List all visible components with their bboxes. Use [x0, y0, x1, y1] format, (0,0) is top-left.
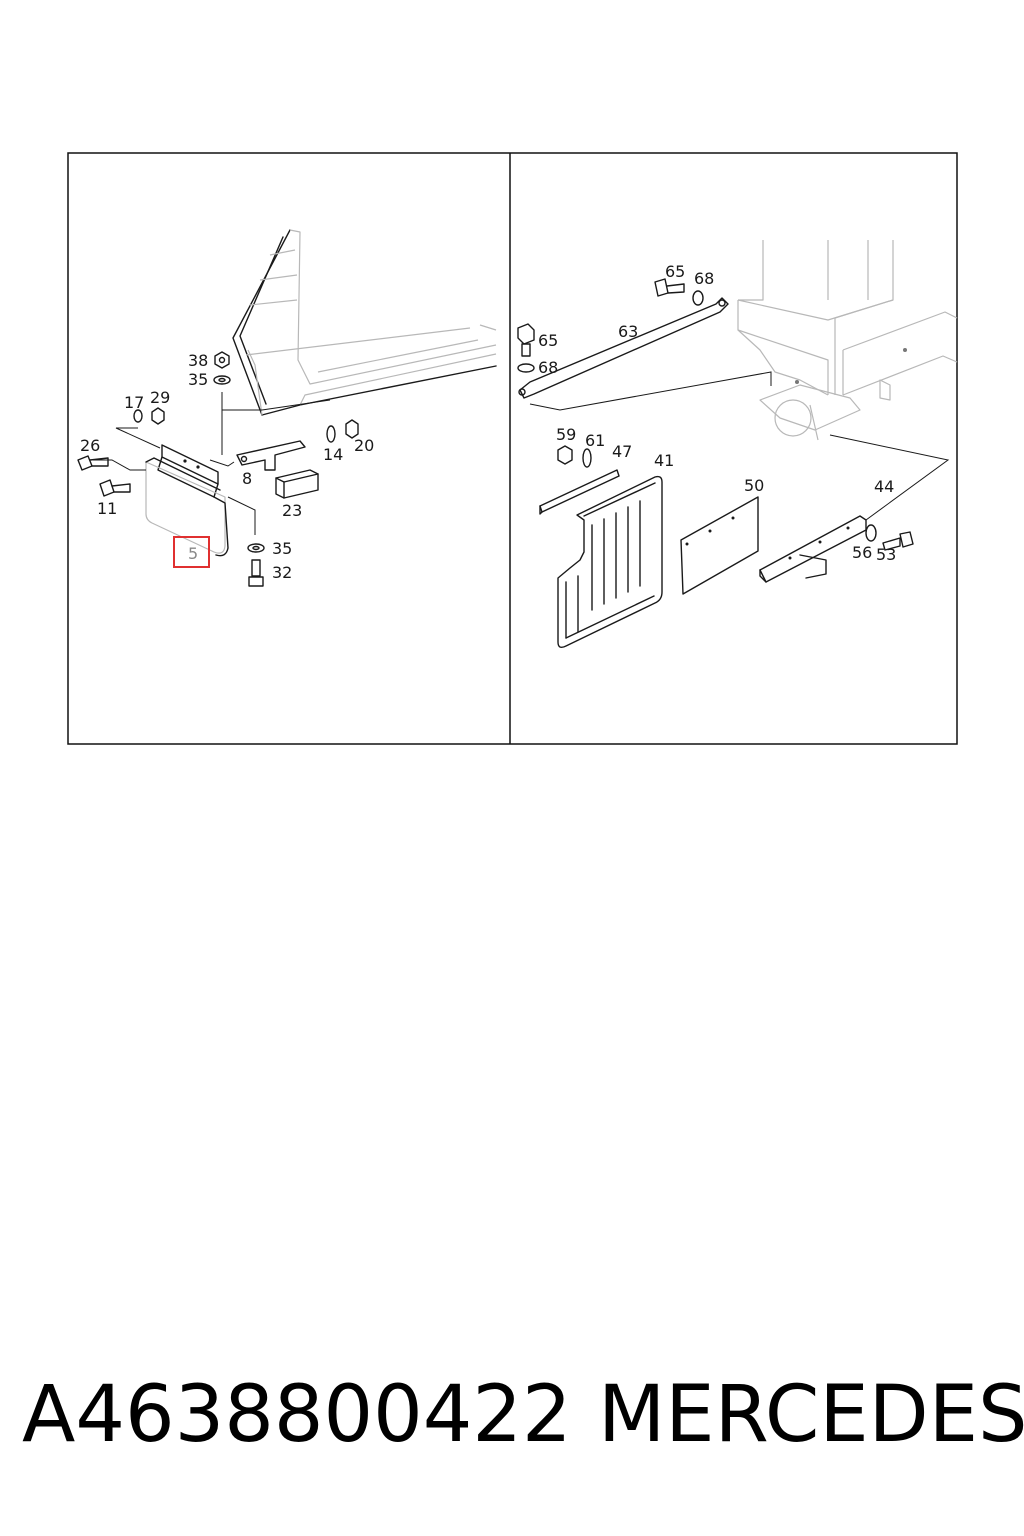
callout-20[interactable]: 20	[354, 436, 374, 455]
callout-68-upper[interactable]: 68	[694, 269, 714, 288]
callout-35-lower[interactable]: 35	[272, 539, 292, 558]
callout-61[interactable]: 61	[585, 431, 605, 450]
right-panel: 65 68 63 65 68 59 61 47 41 50 44 56 53	[517, 240, 958, 649]
mudflap-41	[557, 475, 663, 649]
callout-5[interactable]: 5	[188, 544, 198, 563]
leader-lines-left	[93, 392, 331, 535]
callout-53[interactable]: 53	[876, 545, 896, 564]
hardware-right	[517, 278, 914, 551]
callout-8[interactable]: 8	[242, 469, 252, 488]
callout-23[interactable]: 23	[282, 501, 302, 520]
callout-65-upper[interactable]: 65	[665, 262, 685, 281]
bracket-upper	[236, 440, 306, 471]
truck-body-outline	[737, 240, 958, 441]
callout-32[interactable]: 32	[272, 563, 292, 582]
callout-17[interactable]: 17	[124, 393, 144, 412]
callout-41[interactable]: 41	[654, 451, 674, 470]
callout-47[interactable]: 47	[612, 442, 632, 461]
callout-68-left[interactable]: 68	[538, 358, 558, 377]
mudflap-5	[145, 457, 229, 557]
diagram-frame	[67, 152, 958, 745]
callout-65-left[interactable]: 65	[538, 331, 558, 350]
callout-56[interactable]: 56	[852, 543, 872, 562]
vehicle-sill-outline	[232, 229, 497, 416]
callout-11[interactable]: 11	[97, 499, 117, 518]
callout-59[interactable]: 59	[556, 425, 576, 444]
caption: A4638800422 MERCEDES	[0, 1370, 1024, 1480]
callout-50[interactable]: 50	[744, 476, 764, 495]
callout-44[interactable]: 44	[874, 477, 894, 496]
callout-38[interactable]: 38	[188, 351, 208, 370]
left-panel: 38 35 17 29 26 11 14 20 8 23 35 32 5	[77, 229, 497, 587]
callout-29[interactable]: 29	[150, 388, 170, 407]
highlight-box-5	[173, 536, 210, 568]
rubber-block-23	[275, 469, 319, 499]
callout-35-upper[interactable]: 35	[188, 370, 208, 389]
bracket-44	[759, 434, 950, 583]
callout-26[interactable]: 26	[80, 436, 100, 455]
brand-name: MERCEDES	[598, 1370, 1024, 1460]
bracket-47	[539, 469, 620, 515]
hardware-left	[77, 351, 359, 587]
bracket-8	[157, 444, 219, 498]
support-rod-63	[518, 297, 772, 411]
callout-63[interactable]: 63	[618, 322, 638, 341]
plate-50	[680, 496, 759, 595]
callout-14[interactable]: 14	[323, 445, 343, 464]
part-number: A4638800422	[22, 1370, 572, 1460]
